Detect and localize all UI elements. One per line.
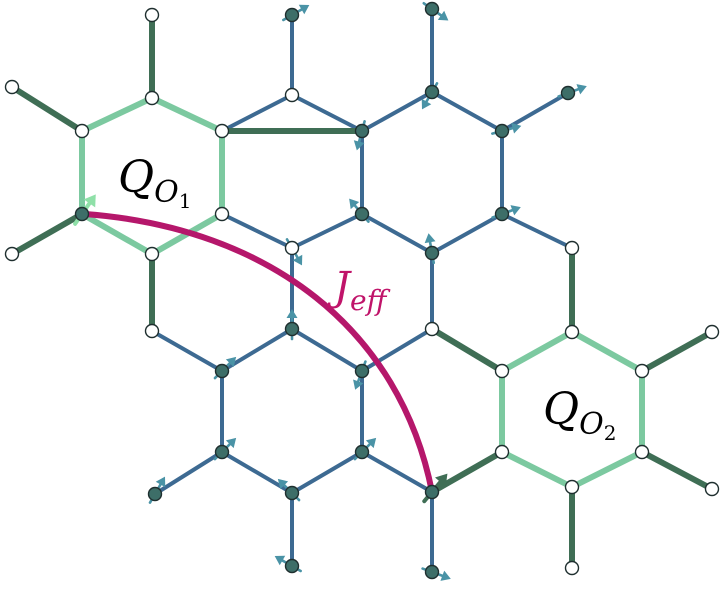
lattice-bond [290,327,364,373]
plaquette-o1 [79,95,225,257]
plaquette-bond [499,329,575,374]
plaquette-bond [149,95,225,134]
hollow-site [564,479,580,495]
lattice-bond [153,450,224,496]
plaquette-bond [79,211,155,257]
plaquette-o2 [499,329,645,490]
plaquette-bond [569,449,645,490]
spin-site [284,7,300,23]
spin-site [214,363,230,379]
external-bond [639,329,715,374]
hollow-site [704,481,720,497]
plaquette-bond [499,449,575,490]
spin-site [284,321,300,337]
external-bond [9,211,85,257]
label-j-eff: Jeff [327,264,391,317]
hollow-site [4,79,20,95]
spin-site [424,84,440,100]
lattice-bond [430,212,504,255]
spin-site [354,206,370,222]
spin-site [354,444,370,460]
lattice-bond [220,93,294,133]
hollow-site [4,246,20,262]
plaquette-bond [79,95,155,134]
hollow-site [144,323,160,339]
spin-site [147,486,163,502]
external-bond [9,84,85,134]
hollow-site [494,363,510,379]
lattice-bond [290,450,364,495]
label-q-o1: QO1 [118,152,191,213]
lattice-bond [360,90,434,133]
spin-site [284,485,300,501]
hollow-site [634,444,650,460]
hollow-site [144,7,160,23]
spin-site [424,564,440,580]
hollow-site [704,324,720,340]
spin-site [354,123,370,139]
spin-site [214,444,230,460]
spin-site [424,1,440,17]
lattice-bond [220,212,294,250]
lattice-bond [360,327,434,373]
lattice-bond [290,93,364,133]
plaquette-bond [569,329,645,374]
hollow-site [144,246,160,262]
hollow-site [144,90,160,106]
external-bond [639,449,715,492]
spin-site [284,558,300,574]
lattice-bond [360,212,434,255]
hollow-site [284,87,300,103]
coupling-curve-jeff [82,211,435,495]
hollow-site [564,240,580,256]
lattice-bond [430,90,504,133]
hollow-site [494,444,510,460]
lattice-bond [360,450,434,494]
spin-site [494,123,510,139]
hollow-site [284,240,300,256]
hollow-site [74,123,90,139]
hollow-site [214,123,230,139]
external-bond [429,326,505,374]
spin-site [494,206,510,222]
spin-site [354,363,370,379]
spin-site [424,484,440,500]
dangling-bonds-dark-green [9,12,715,571]
spin-site [560,85,576,101]
label-q-o2: QO2 [543,384,616,445]
lattice-sites [4,1,720,580]
hollow-site [214,206,230,222]
external-bond [429,449,505,495]
hollow-site [424,321,440,337]
lattice-bonds-blue [150,7,574,574]
hollow-site [564,324,580,340]
spin-site [74,206,90,222]
hollow-site [564,560,580,576]
lattice-bond [150,329,224,373]
spin-site [424,245,440,261]
hollow-site [634,363,650,379]
lattice-bond [500,212,574,250]
lattice-bond [290,212,364,250]
